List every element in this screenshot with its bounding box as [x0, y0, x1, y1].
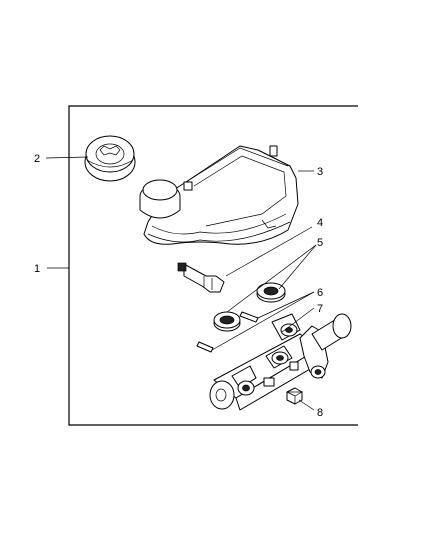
callout-3: 3	[317, 166, 323, 178]
callout-8: 8	[317, 407, 323, 419]
master-cylinder-body	[209, 313, 352, 411]
callout-5: 5	[317, 237, 323, 249]
reservoir-grommet-lower	[213, 311, 241, 332]
mounting-nut	[286, 387, 304, 405]
reservoir-grommet-upper	[256, 282, 286, 303]
callout-7: 7	[317, 303, 323, 315]
leader-4	[225, 226, 313, 277]
assembly-frame	[68, 105, 358, 426]
retaining-pin-lower	[196, 341, 214, 353]
callout-4: 4	[317, 217, 323, 229]
fluid-reservoir	[139, 145, 299, 245]
fluid-level-sensor	[177, 262, 225, 293]
leader-6	[211, 291, 315, 351]
leader-5	[226, 244, 317, 313]
retaining-pin-upper	[239, 311, 259, 323]
callout-6: 6	[317, 287, 323, 299]
reservoir-cap	[84, 135, 136, 182]
callout-1: 1	[34, 263, 40, 275]
callout-2: 2	[34, 153, 40, 165]
leader-8	[298, 399, 315, 411]
leader-2	[45, 156, 89, 159]
leader-7	[281, 307, 315, 333]
